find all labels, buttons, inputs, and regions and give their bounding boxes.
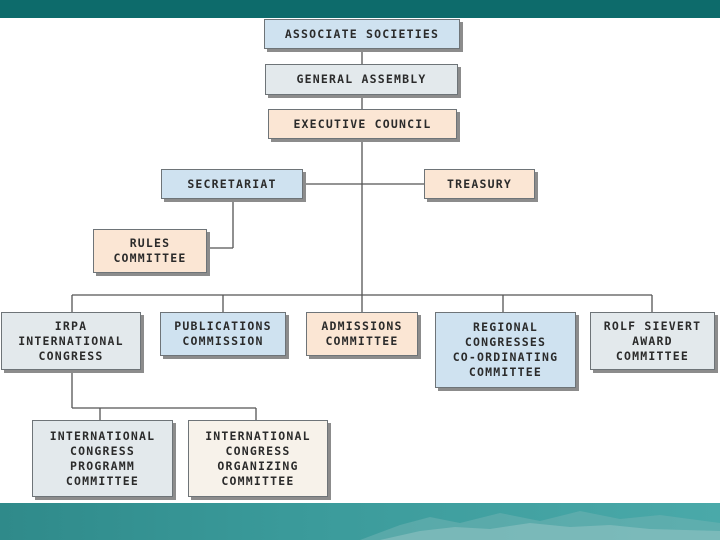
rules-committee-box: RULES COMMITTEE	[93, 229, 207, 273]
rolf-sievert-label: ROLF SIEVERT AWARD COMMITTEE	[603, 318, 702, 363]
secretariat-box: SECRETARIAT	[161, 169, 303, 199]
general-assembly-box: GENERAL ASSEMBLY	[265, 64, 458, 95]
irpa-congress-label: IRPA INTERNATIONAL CONGRESS	[18, 318, 124, 363]
executive-council-box: EXECUTIVE COUNCIL	[268, 109, 457, 139]
executive-council-label: EXECUTIVE COUNCIL	[293, 116, 432, 131]
regional-congresses-label: REGIONAL CONGRESSES CO-ORDINATING COMMIT…	[452, 320, 559, 379]
irpa-congress-box: IRPA INTERNATIONAL CONGRESS	[1, 312, 141, 370]
mountain-graphic	[360, 511, 720, 540]
programm-committee-label: INTERNATIONAL CONGRESS PROGRAMM COMMITTE…	[49, 428, 156, 488]
organizing-committee-box: INTERNATIONAL CONGRESS ORGANIZING COMMIT…	[188, 420, 328, 497]
general-assembly-label: GENERAL ASSEMBLY	[296, 72, 427, 86]
rolf-sievert-box: ROLF SIEVERT AWARD COMMITTEE	[590, 312, 715, 370]
publications-commission-box: PUBLICATIONS COMMISSION	[160, 312, 286, 356]
associate-societies-box: ASSOCIATE SOCIETIES	[264, 19, 460, 49]
associate-societies-label: ASSOCIATE SOCIETIES	[284, 26, 440, 41]
treasury-box: TREASURY	[424, 169, 535, 199]
rules-committee-label: RULES COMMITTEE	[113, 236, 187, 265]
top-banner	[0, 0, 720, 18]
programm-committee-box: INTERNATIONAL CONGRESS PROGRAMM COMMITTE…	[32, 420, 173, 497]
admissions-committee-box: ADMISSIONS COMMITTEE	[306, 312, 418, 356]
publications-commission-label: PUBLICATIONS COMMISSION	[174, 319, 272, 348]
bottom-banner	[0, 503, 720, 540]
secretariat-label: SECRETARIAT	[187, 176, 277, 191]
regional-congresses-box: REGIONAL CONGRESSES CO-ORDINATING COMMIT…	[435, 312, 576, 388]
admissions-committee-label: ADMISSIONS COMMITTEE	[321, 319, 403, 348]
treasury-label: TREASURY	[447, 176, 512, 191]
organizing-committee-label: INTERNATIONAL CONGRESS ORGANIZING COMMIT…	[205, 428, 311, 488]
